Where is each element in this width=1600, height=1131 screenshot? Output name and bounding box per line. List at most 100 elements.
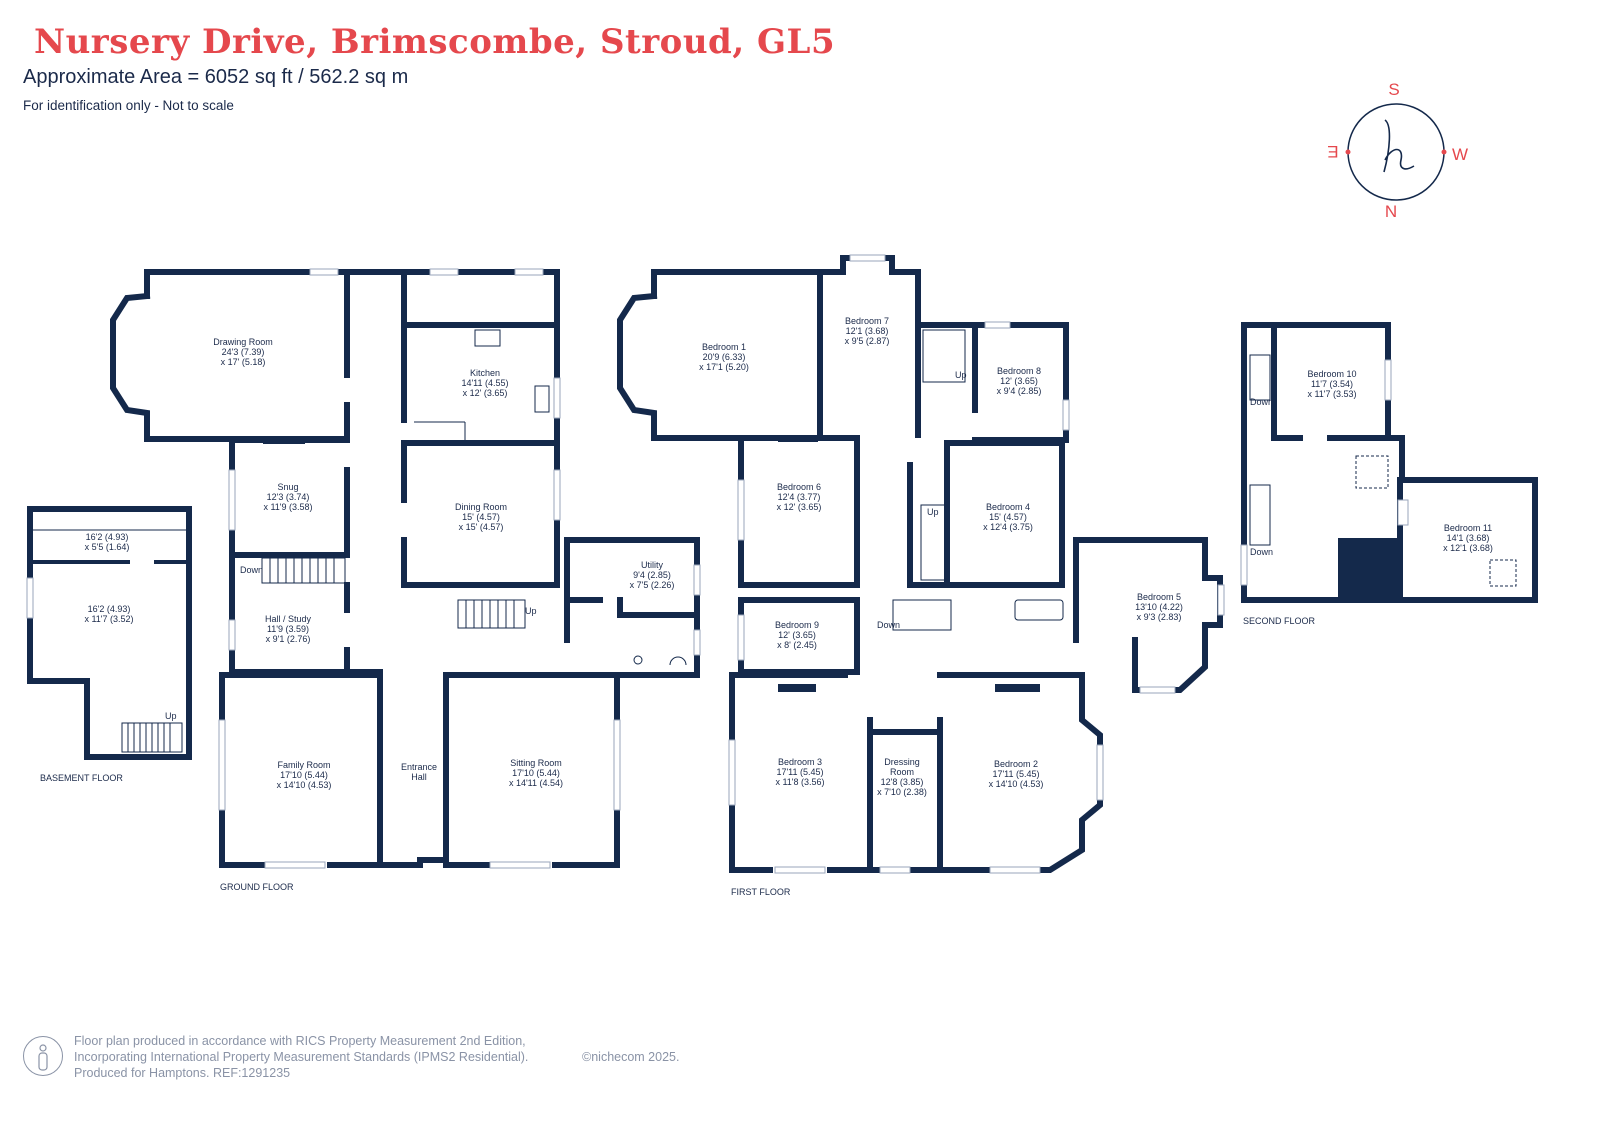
- compass-east: E: [1327, 142, 1338, 161]
- snug-dim2: x 11'9 (3.58): [263, 502, 312, 512]
- family-room-name: Family Room: [277, 760, 330, 770]
- first-stairs-up-1: Up: [955, 370, 967, 380]
- bedroom-11-name: Bedroom 11: [1444, 523, 1492, 533]
- second-floor: Bedroom 10 11'7 (3.54) x 11'7 (3.53) Bed…: [1240, 322, 1538, 626]
- hall-study-dim1: 11'9 (3.59): [267, 624, 309, 634]
- bedroom-7-dim1: 12'1 (3.68): [846, 326, 889, 336]
- ground-floor: Drawing Room 24'3 (7.39) x 17' (5.18) Ki…: [110, 268, 701, 892]
- compass-north: N: [1385, 202, 1397, 221]
- basement-room-1-dim1: 16'2 (4.93): [86, 532, 129, 542]
- bedroom-11-dim2: x 12'1 (3.68): [1443, 543, 1493, 553]
- bedroom-8-name: Bedroom 8: [997, 366, 1041, 376]
- dressing-room-name1: Dressing: [884, 757, 920, 767]
- bedroom-11-dim1: 14'1 (3.68): [1447, 533, 1490, 543]
- compass-west: W: [1452, 145, 1468, 164]
- compass-south: S: [1388, 80, 1399, 99]
- basement-floor: 16'2 (4.93) x 5'5 (1.64) 16'2 (4.93) x 1…: [26, 506, 192, 783]
- approximate-area: Approximate Area = 6052 sq ft / 562.2 sq…: [23, 66, 409, 88]
- utility-name: Utility: [641, 560, 663, 570]
- bedroom-3-name: Bedroom 3: [778, 757, 822, 767]
- basement-floor-label: BASEMENT FLOOR: [40, 773, 123, 783]
- sitting-room-dim2: x 14'11 (4.54): [509, 778, 563, 788]
- first-stairs-down: Down: [877, 620, 900, 630]
- bedroom-6-name: Bedroom 6: [777, 482, 821, 492]
- bedroom-2-dim1: 17'11 (5.45): [992, 769, 1039, 779]
- compass: S N E W: [1327, 80, 1468, 221]
- footer-line-2: Incorporating International Property Mea…: [74, 1050, 529, 1064]
- drawing-room-name: Drawing Room: [213, 337, 273, 347]
- hall-study-dim2: x 9'1 (2.76): [266, 634, 311, 644]
- bedroom-6-dim2: x 12' (3.65): [777, 502, 822, 512]
- kitchen-name: Kitchen: [470, 368, 500, 378]
- bedroom-5-dim1: 13'10 (4.22): [1135, 602, 1183, 612]
- bedroom-8-dim1: 12' (3.65): [1000, 376, 1038, 386]
- bedroom-4-dim1: 15' (4.57): [989, 512, 1027, 522]
- bedroom-9-dim1: 12' (3.65): [778, 630, 816, 640]
- bedroom-10-name: Bedroom 10: [1307, 369, 1356, 379]
- bedroom-6-dim1: 12'4 (3.77): [778, 492, 821, 502]
- bedroom-2-name: Bedroom 2: [994, 759, 1038, 769]
- person-icon: [38, 1044, 48, 1071]
- dining-room-name: Dining Room: [455, 502, 507, 512]
- footer-brand: ©nichecom 2025.: [582, 1050, 680, 1064]
- entrance-hall-name1: Entrance: [401, 762, 437, 772]
- kitchen-dim2: x 12' (3.65): [463, 388, 508, 398]
- bedroom-7-dim2: x 9'5 (2.87): [845, 336, 890, 346]
- compass-ring: [1347, 103, 1445, 201]
- dressing-room-dim2: x 7'10 (2.38): [877, 787, 927, 797]
- bedroom-3-dim1: 17'11 (5.45): [776, 767, 823, 777]
- bedroom-5-dim2: x 9'3 (2.83): [1137, 612, 1182, 622]
- bedroom-3-dim2: x 11'8 (3.56): [775, 777, 824, 787]
- snug-dim1: 12'3 (3.74): [267, 492, 310, 502]
- bedroom-1-name: Bedroom 1: [702, 342, 746, 352]
- dressing-room-name2: Room: [890, 767, 914, 777]
- footer-line-1: Floor plan produced in accordance with R…: [74, 1034, 526, 1048]
- second-stairs-down-2: Down: [1250, 547, 1273, 557]
- utility-dim1: 9'4 (2.85): [633, 570, 671, 580]
- snug-name: Snug: [277, 482, 298, 492]
- bedroom-4-dim2: x 12'4 (3.75): [983, 522, 1033, 532]
- hamptons-h-logo-icon: [1383, 119, 1415, 173]
- sitting-room-dim1: 17'10 (5.44): [512, 768, 560, 778]
- page-title: Nursery Drive, Brimscombe, Stroud, GL5: [34, 22, 836, 62]
- ground-stairs-up: Up: [525, 606, 537, 616]
- first-stairs-up-2: Up: [927, 507, 939, 517]
- basement-stairs-label: Up: [165, 711, 177, 721]
- basement-room-2-dim1: 16'2 (4.93): [88, 604, 131, 614]
- second-floor-label: SECOND FLOOR: [1243, 616, 1316, 626]
- bedroom-7-name: Bedroom 7: [845, 316, 889, 326]
- first-floor-label: FIRST FLOOR: [731, 887, 791, 897]
- bedroom-10-dim2: x 11'7 (3.53): [1307, 389, 1356, 399]
- dining-room-dim2: x 15' (4.57): [459, 522, 504, 532]
- utility-dim2: x 7'5 (2.26): [630, 580, 675, 590]
- footer-line-3: Produced for Hamptons. REF:1291235: [74, 1066, 291, 1080]
- bedroom-2-dim2: x 14'10 (4.53): [989, 779, 1044, 789]
- hall-study-name: Hall / Study: [265, 614, 312, 624]
- basement-room-2-dim2: x 11'7 (3.52): [84, 614, 133, 624]
- bedroom-1-dim1: 20'9 (6.33): [703, 352, 746, 362]
- bedroom-8-dim2: x 9'4 (2.85): [997, 386, 1042, 396]
- basement-room-1-dim2: x 5'5 (1.64): [85, 542, 130, 552]
- drawing-room-dim1: 24'3 (7.39): [222, 347, 265, 357]
- first-floor: Bedroom 1 20'9 (6.33) x 17'1 (5.20) Bedr…: [617, 254, 1225, 897]
- bedroom-4-name: Bedroom 4: [986, 502, 1030, 512]
- identification-note: For identification only - Not to scale: [23, 98, 234, 113]
- entrance-hall-name2: Hall: [411, 772, 427, 782]
- dressing-room-dim1: 12'8 (3.85): [881, 777, 924, 787]
- dining-room-dim1: 15' (4.57): [462, 512, 500, 522]
- ground-floor-label: GROUND FLOOR: [220, 882, 294, 892]
- family-room-dim2: x 14'10 (4.53): [277, 780, 332, 790]
- second-stairs-down-1: Down: [1250, 397, 1273, 407]
- bedroom-9-name: Bedroom 9: [775, 620, 819, 630]
- drawing-room-dim2: x 17' (5.18): [221, 357, 266, 367]
- sitting-room-name: Sitting Room: [510, 758, 562, 768]
- kitchen-dim1: 14'11 (4.55): [461, 378, 508, 388]
- bedroom-9-dim2: x 8' (2.45): [777, 640, 817, 650]
- bedroom-10-dim1: 11'7 (3.54): [1311, 379, 1353, 389]
- bedroom-1-dim2: x 17'1 (5.20): [699, 362, 749, 372]
- rics-badge: [23, 1036, 63, 1076]
- family-room-dim1: 17'10 (5.44): [280, 770, 328, 780]
- bedroom-5-name: Bedroom 5: [1137, 592, 1181, 602]
- ground-stairs-down: Down: [240, 565, 263, 575]
